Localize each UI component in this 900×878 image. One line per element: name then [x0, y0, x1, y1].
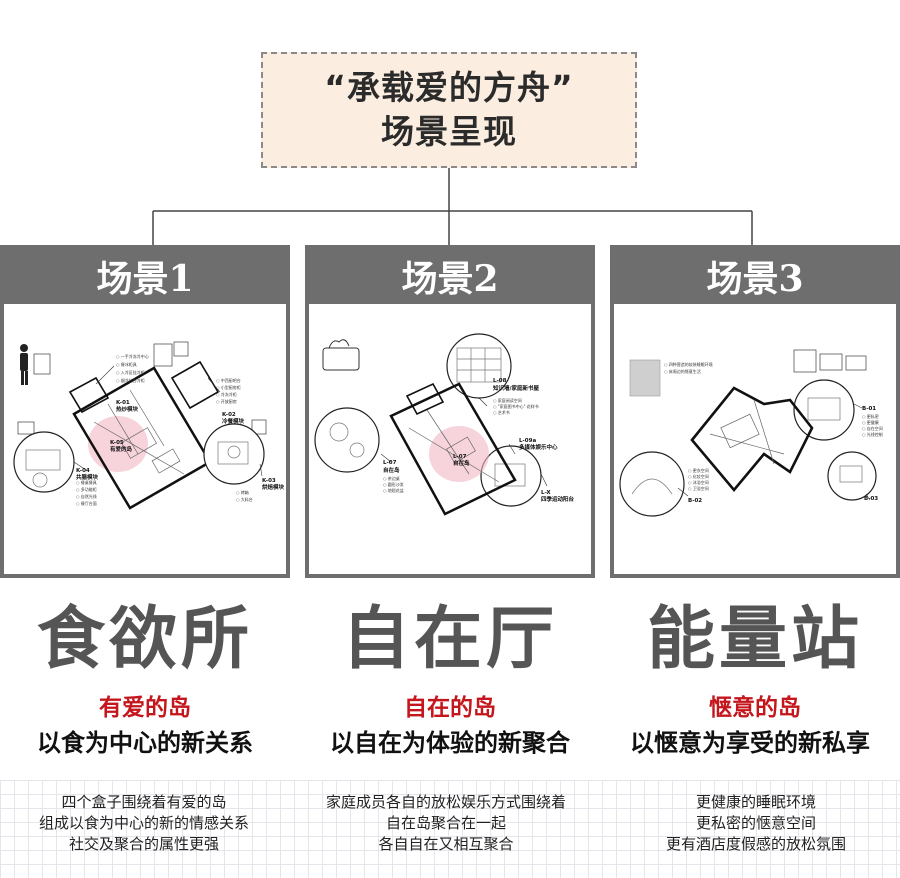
label-k03: K-03: [262, 478, 276, 484]
label-lx-name: 四季运动阳台: [541, 495, 575, 503]
bedroom-photo: [629, 359, 661, 397]
scene-1-header: 场景1: [0, 245, 290, 306]
scene-3-red-subtitle: 惬意的岛: [709, 695, 801, 721]
label-k05: K-05: [110, 440, 124, 446]
scene-1-description-line: 组成以食为中心的新的情感关系: [38, 814, 249, 832]
svg-text:○ 冷冻冷柜: ○ 冷冻冷柜: [216, 391, 237, 397]
svg-text:○ 大料台: ○ 大料台: [236, 496, 253, 502]
label-k02: K-02: [222, 412, 236, 418]
scene-1-description-line: 社交及聚合的属性更强: [68, 835, 219, 853]
scene-3-description: 更健康的睡眠环境 更私密的惬意空间 更有酒店度假感的放松氛围: [606, 792, 900, 855]
svg-text:○ 一手冷冻冷中心: ○ 一手冷冻冷中心: [116, 353, 149, 359]
label-l09a: L-09a: [519, 438, 536, 444]
description-grid-background: [0, 780, 900, 878]
label-l08-name: 知识墙/家庭新书屋: [492, 384, 540, 392]
svg-text:○ 更私密: ○ 更私密: [862, 413, 879, 419]
scene-2-description-line: 各自自在又相互聚合: [378, 835, 514, 853]
label-k02-name: 冷餐模块: [222, 417, 245, 425]
scene-2-subtitle: 以自在为体验的新聚合: [330, 729, 570, 757]
label-lx: L-X: [541, 490, 551, 496]
title-line-1: “承载爱的方舟”: [324, 68, 574, 107]
scene-3-description-line: 更私密的惬意空间: [695, 814, 816, 832]
label-k03-name: 烘焙模块: [262, 483, 285, 491]
svg-text:○ 四种营造的软装睡眠环境: ○ 四种营造的软装睡眠环境: [664, 361, 713, 367]
svg-text:○ 入冷区挂冷柜: ○ 入冷区挂冷柜: [116, 369, 145, 375]
label-l09a-name: 多媒体娱乐中心: [519, 443, 558, 451]
svg-text:○ 多功能柜: ○ 多功能柜: [76, 486, 97, 492]
svg-text:○ 餐冰柜具: ○ 餐冰柜具: [116, 361, 137, 367]
sofa-sketch-icon: [322, 339, 360, 371]
svg-text:○ 烟冷灶台冷柜: ○ 烟冷灶台冷柜: [116, 377, 145, 383]
label-l07-left: L-07: [383, 460, 397, 466]
scene-3-header: 场景3: [610, 245, 900, 306]
scene-1-floorplan-drawing: ○ 一手冷冻冷中心 ○ 餐冰柜具 ○ 入冷区挂冷柜 ○ 烟冷灶台冷柜 ○ 中西厨…: [13, 341, 285, 510]
label-k01: K-01: [116, 400, 130, 406]
label-b02: B-02: [688, 498, 702, 504]
scene-3-floorplan-drawing: ○ 四种营造的软装睡眠环境 ○ 床周边的惬意生活: [619, 349, 883, 517]
svg-text:○ 开放厨房: ○ 开放厨房: [216, 398, 237, 404]
scene-3-description-line: 更有酒店度假感的放松氛围: [665, 835, 846, 853]
svg-text:○ 茶边桌: ○ 茶边桌: [383, 475, 400, 481]
person-figure-icon: [20, 344, 28, 385]
title-line-2: 场景呈现: [381, 112, 517, 151]
svg-text:○ 小型厨房柜: ○ 小型厨房柜: [216, 384, 241, 390]
svg-text:○ 化妆空间: ○ 化妆空间: [688, 473, 709, 479]
label-k01-name: 热炒模块: [116, 405, 139, 413]
label-l07-name: 自在岛: [453, 459, 470, 467]
scene-2-name: 自在厅: [341, 600, 558, 679]
scene-1-description-line: 四个盒子围绕着有爱的岛: [61, 793, 227, 811]
svg-text:○ 光线控制: ○ 光线控制: [862, 431, 883, 437]
svg-text:○ 餐桌餐具: ○ 餐桌餐具: [76, 479, 97, 485]
tree-connectors: [152, 168, 753, 245]
label-b01: B-01: [862, 406, 876, 412]
svg-text:○ 圆形沙发: ○ 圆形沙发: [383, 481, 404, 487]
scene-1-subtitle: 以食为中心的新关系: [37, 729, 253, 757]
label-l08: L-08: [493, 378, 507, 384]
scene-1-floorplan: ○ 一手冷冻冷中心 ○ 餐冰柜具 ○ 入冷区挂冷柜 ○ 烟冷灶台冷柜 ○ 中西厨…: [0, 304, 290, 578]
scene-2-header: 场景2: [305, 245, 595, 306]
svg-text:○ 艺术书: ○ 艺术书: [493, 409, 510, 415]
svg-text:○ 沐浴空间: ○ 沐浴空间: [688, 479, 709, 485]
scene-1-name: 食欲所: [36, 600, 253, 679]
love-island-highlight: [88, 416, 148, 472]
svg-text:○ 自在空间: ○ 自在空间: [862, 425, 883, 431]
label-k04-name: 共膳模块: [76, 473, 99, 481]
svg-text:○ 地毯花盆: ○ 地毯花盆: [383, 487, 404, 493]
svg-text:○ 烤箱: ○ 烤箱: [236, 489, 249, 495]
label-b03: B-03: [864, 496, 878, 502]
svg-text:○ 中西厨吧台: ○ 中西厨吧台: [216, 377, 241, 383]
scene-2-description-line: 自在岛聚合在一起: [385, 814, 506, 832]
label-k05-name: 有爱的岛: [110, 445, 133, 453]
scene-3-subtitle: 以惬意为享受的新私享: [630, 729, 870, 757]
scene-3-floorplan: ○ 四种营造的软装睡眠环境 ○ 床周边的惬意生活: [610, 304, 900, 578]
free-island-highlight: [429, 426, 489, 482]
svg-text:○ 卫浴空间: ○ 卫浴空间: [688, 485, 709, 491]
label-l07: L-07: [453, 454, 467, 460]
scene-2-description-line: 家庭成员各自的放松娱乐方式围绕着: [325, 793, 566, 811]
scene-3-name: 能量站: [646, 600, 863, 679]
scene-2-floorplan: ○ 家庭阅读空间 ○ "家庭图书中心" 花样书 ○ 艺术书 ○ 茶边桌 ○ 圆形…: [305, 304, 595, 578]
svg-text:○ 更衣空间: ○ 更衣空间: [688, 467, 709, 473]
scene-2-floorplan-drawing: ○ 家庭阅读空间 ○ "家庭图书中心" 花样书 ○ 艺术书 ○ 茶边桌 ○ 圆形…: [314, 333, 575, 516]
svg-text:○ 自然光线: ○ 自然光线: [76, 493, 97, 499]
scene-2-red-subtitle: 自在的岛: [404, 695, 496, 721]
label-k04: K-04: [76, 468, 90, 474]
scene-2-description: 家庭成员各自的放松娱乐方式围绕着 自在岛聚合在一起 各自自在又相互聚合: [296, 792, 596, 855]
svg-text:○ 更健康: ○ 更健康: [862, 419, 879, 425]
svg-text:○ "家庭图书中心" 花样书: ○ "家庭图书中心" 花样书: [493, 403, 539, 409]
scene-1-description: 四个盒子围绕着有爱的岛 组成以食为中心的新的情感关系 社交及聚合的属性更强: [0, 792, 294, 855]
scene-3-description-line: 更健康的睡眠环境: [695, 793, 816, 811]
svg-text:○ 餐厅台面: ○ 餐厅台面: [76, 500, 97, 506]
scene-1-red-subtitle: 有爱的岛: [99, 695, 191, 721]
svg-text:○ 床周边的惬意生活: ○ 床周边的惬意生活: [664, 368, 701, 374]
title-box: “承载爱的方舟” 场景呈现: [261, 52, 637, 168]
svg-text:○ 家庭阅读空间: ○ 家庭阅读空间: [493, 397, 522, 403]
label-l07-left-name: 自在岛: [383, 466, 400, 474]
